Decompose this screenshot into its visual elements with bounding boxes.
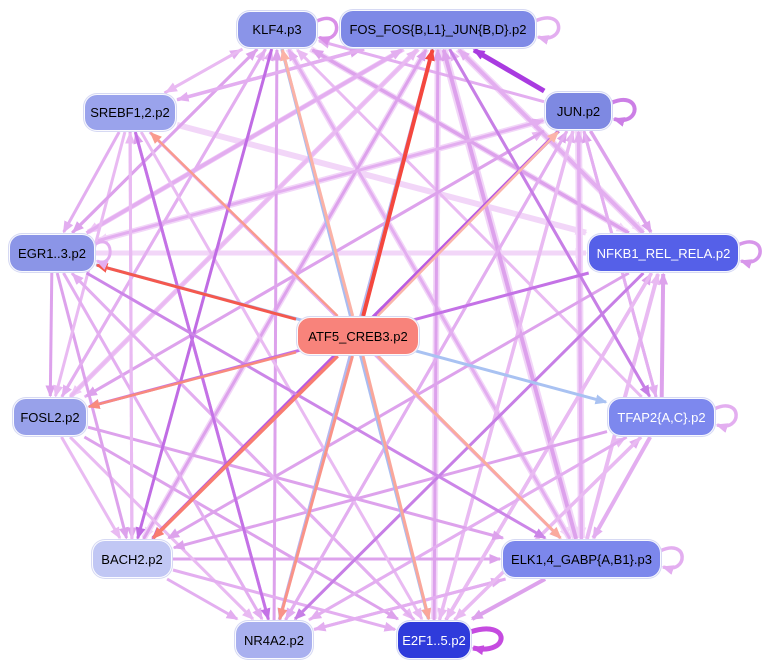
self-loop-egr [93, 240, 112, 270]
edge-bach2-srebf [125, 131, 136, 540]
node-label-fosl2: FOSL2.p2 [20, 409, 80, 425]
edge-tfap2-elk [591, 436, 652, 540]
node-label-egr: EGR1..3.p2 [18, 245, 86, 261]
edge-klf4-fosl2 [61, 48, 267, 398]
edge-klf4-egr [72, 47, 259, 234]
node-label-elk: ELK1,4_GABP{A,B1}.p3 [511, 551, 652, 567]
edge-atf5-fosl2 [87, 351, 297, 409]
node-label-tfap2: TFAP2{A,C}.p2 [617, 409, 706, 425]
edge-tfap2-bach2 [172, 430, 608, 550]
edge-egr-fos [85, 48, 404, 235]
edge-egr-elk [85, 271, 547, 540]
edge-tfap2-nr4a2 [309, 435, 628, 621]
self-loop-elk [659, 546, 684, 575]
edge-klf4-srebf [164, 47, 244, 94]
node-jun[interactable]: JUN.p2 [545, 92, 612, 130]
node-label-jun: JUN.p2 [556, 103, 601, 119]
edge-atf5-fos [361, 48, 435, 317]
self-loop-jun [610, 97, 637, 127]
edge-srebf-egr [62, 131, 121, 234]
node-fosl2[interactable]: FOSL2.p2 [13, 398, 87, 436]
node-label-nr4a2: NR4A2.p2 [244, 632, 304, 648]
edge-bach2-nr4a2 [166, 577, 239, 621]
node-tfap2[interactable]: TFAP2{A,C}.p2 [608, 398, 715, 436]
self-loop-nfkb [737, 240, 762, 269]
node-label-bach2: BACH2.p2 [101, 551, 163, 567]
edge-atf5-klf4 [280, 48, 355, 317]
node-label-srebf: SREBF1,2.p2 [90, 105, 170, 120]
node-srebf[interactable]: SREBF1,2.p2 [84, 94, 176, 131]
node-label-nfkb: NFKB1_REL_RELA.p2 [596, 245, 731, 261]
edge-atf5-elk [376, 354, 562, 540]
edge-elk-nr4a2 [313, 577, 506, 632]
edge-atf5-e2f [361, 355, 432, 621]
node-egr[interactable]: EGR1..3.p2 [9, 234, 95, 272]
node-elk[interactable]: ELK1,4_GABP{A,B1}.p3 [502, 540, 661, 578]
edge-tfap2-nfkb [658, 272, 669, 398]
self-loop-tfap2 [713, 404, 738, 433]
edge-jun-nfkb [588, 130, 653, 234]
node-fos[interactable]: FOS_FOS{B,L1}_JUN{B,D}.p2 [340, 10, 536, 48]
edge-jun-fos [472, 47, 546, 94]
edge-bach2-fos [142, 48, 428, 540]
edge-fosl2-bach2 [60, 436, 122, 540]
node-label-klf4: KLF4.p3 [252, 22, 302, 37]
edge-atf5-bach2 [152, 354, 339, 540]
self-loop-e2f [469, 626, 504, 656]
edge-atf5-nr4a2 [277, 355, 354, 621]
edge-nfkb-bach2 [167, 271, 630, 540]
edge-atf5-srebf [149, 131, 339, 317]
node-label-e2f: E2F1..5.p2 [402, 632, 466, 648]
edge-egr-jun [95, 118, 545, 243]
edge-egr-fosl2 [45, 272, 56, 398]
edge-e2f-fos [432, 48, 443, 621]
edge-fosl2-elk [87, 425, 505, 541]
edge-fosl2-e2f [83, 435, 400, 621]
edge-atf5-jun [376, 130, 559, 317]
node-atf5[interactable]: ATF5_CREB3.p2 [297, 317, 419, 355]
edge-nr4a2-klf4 [271, 48, 282, 621]
edge-tfap2-e2f [454, 435, 643, 621]
node-klf4[interactable]: KLF4.p3 [237, 11, 317, 48]
node-e2f[interactable]: E2F1..5.p2 [397, 621, 471, 659]
node-bach2[interactable]: BACH2.p2 [92, 540, 172, 578]
self-loop-fos [534, 16, 561, 45]
node-nfkb[interactable]: NFKB1_REL_RELA.p2 [588, 234, 739, 272]
node-nr4a2[interactable]: NR4A2.p2 [235, 621, 313, 659]
edge-atf5-egr [95, 263, 297, 321]
self-loop-klf4 [315, 16, 339, 46]
edge-fos-tfap2 [448, 48, 651, 398]
edge-jun-fosl2 [85, 129, 545, 398]
edge-fos-srebf [176, 47, 365, 102]
node-label-fos: FOS_FOS{B,L1}_JUN{B,D}.p2 [349, 21, 527, 37]
edge-elk-e2f [470, 577, 547, 621]
node-label-atf5: ATF5_CREB3.p2 [308, 328, 408, 344]
